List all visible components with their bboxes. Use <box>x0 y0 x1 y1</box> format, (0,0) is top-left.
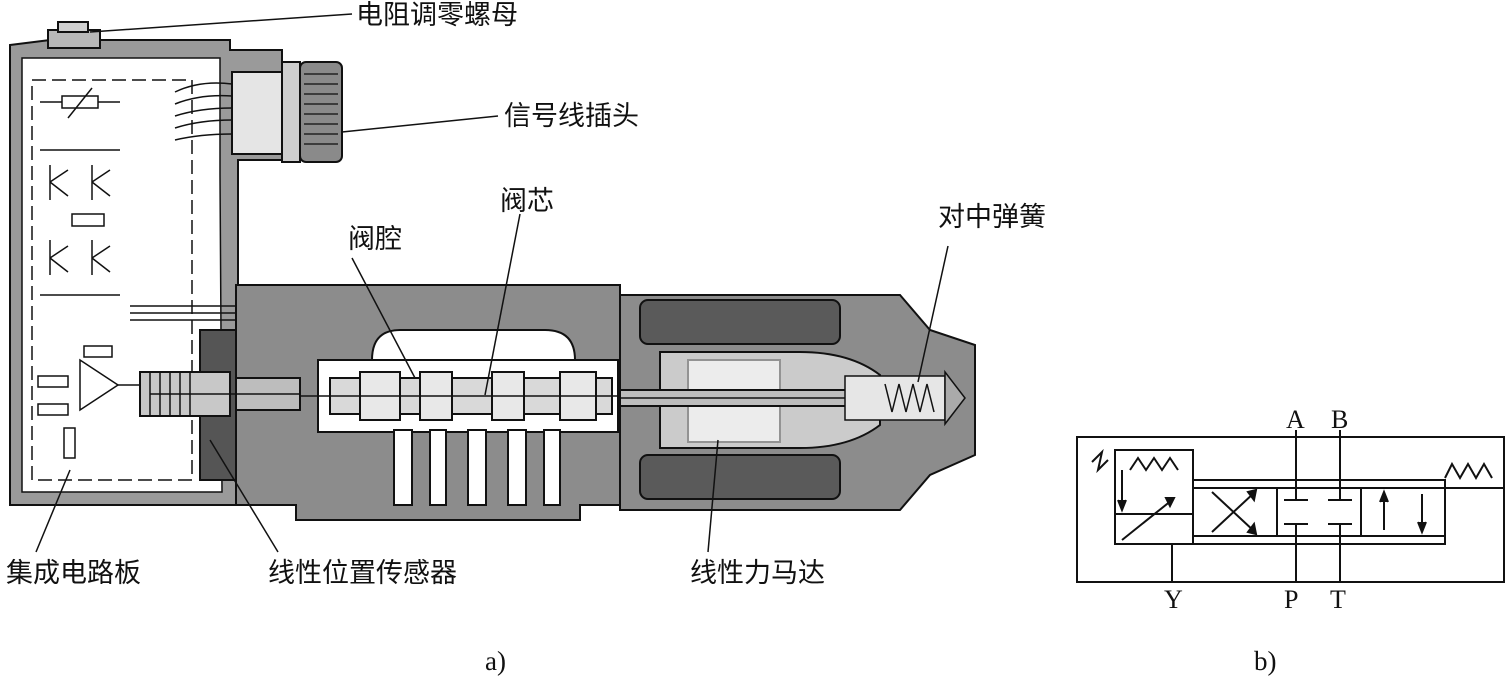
coil-lower <box>639 454 841 500</box>
symbol-frame <box>1076 436 1505 583</box>
pilot-spring <box>1129 456 1179 472</box>
main-valve-box <box>1192 479 1446 545</box>
hydraulic-symbol <box>1076 430 1505 583</box>
position-sensor <box>139 329 301 481</box>
port-labels: A B Y P T <box>1164 405 1348 614</box>
valve-chamber-top <box>370 329 577 361</box>
label-valve-core: 阀芯 <box>500 186 554 217</box>
port-label-b: B <box>1331 405 1348 434</box>
return-spring <box>1444 461 1493 481</box>
port-label-t: T <box>1330 585 1346 614</box>
label-circuit-board: 集成电路板 <box>6 558 141 589</box>
valve-section-drawing <box>9 21 976 521</box>
circuit-board-outline <box>31 79 193 481</box>
signal-plug-connector <box>174 61 343 163</box>
caption-a: a) <box>485 646 506 676</box>
pilot-box <box>1114 449 1194 545</box>
label-valve-chamber: 阀腔 <box>348 224 402 255</box>
label-centering-spring: 对中弹簧 <box>938 202 1046 233</box>
coil-upper <box>639 299 841 345</box>
port-label-a: A <box>1286 405 1305 434</box>
valve-spool <box>300 371 640 421</box>
circuit-schematic <box>37 87 140 459</box>
label-force-motor: 线性力马达 <box>690 558 825 589</box>
valve-ports <box>393 429 561 506</box>
label-resistor-nut: 电阻调零螺母 <box>356 0 518 31</box>
port-label-p: P <box>1284 585 1298 614</box>
label-signal-plug: 信号线插头 <box>504 101 639 132</box>
label-position-sensor: 线性位置传感器 <box>268 558 457 589</box>
port-label-y: Y <box>1164 585 1183 614</box>
leader-lines <box>35 13 949 553</box>
caption-b: b) <box>1254 646 1277 676</box>
solenoid-symbol <box>1091 448 1109 474</box>
centering-spring <box>844 369 966 427</box>
callout-labels: 电阻调零螺母 信号线插头 阀芯 阀腔 对中弹簧 集成电路板 线性位置传感器 线性… <box>6 0 1046 589</box>
